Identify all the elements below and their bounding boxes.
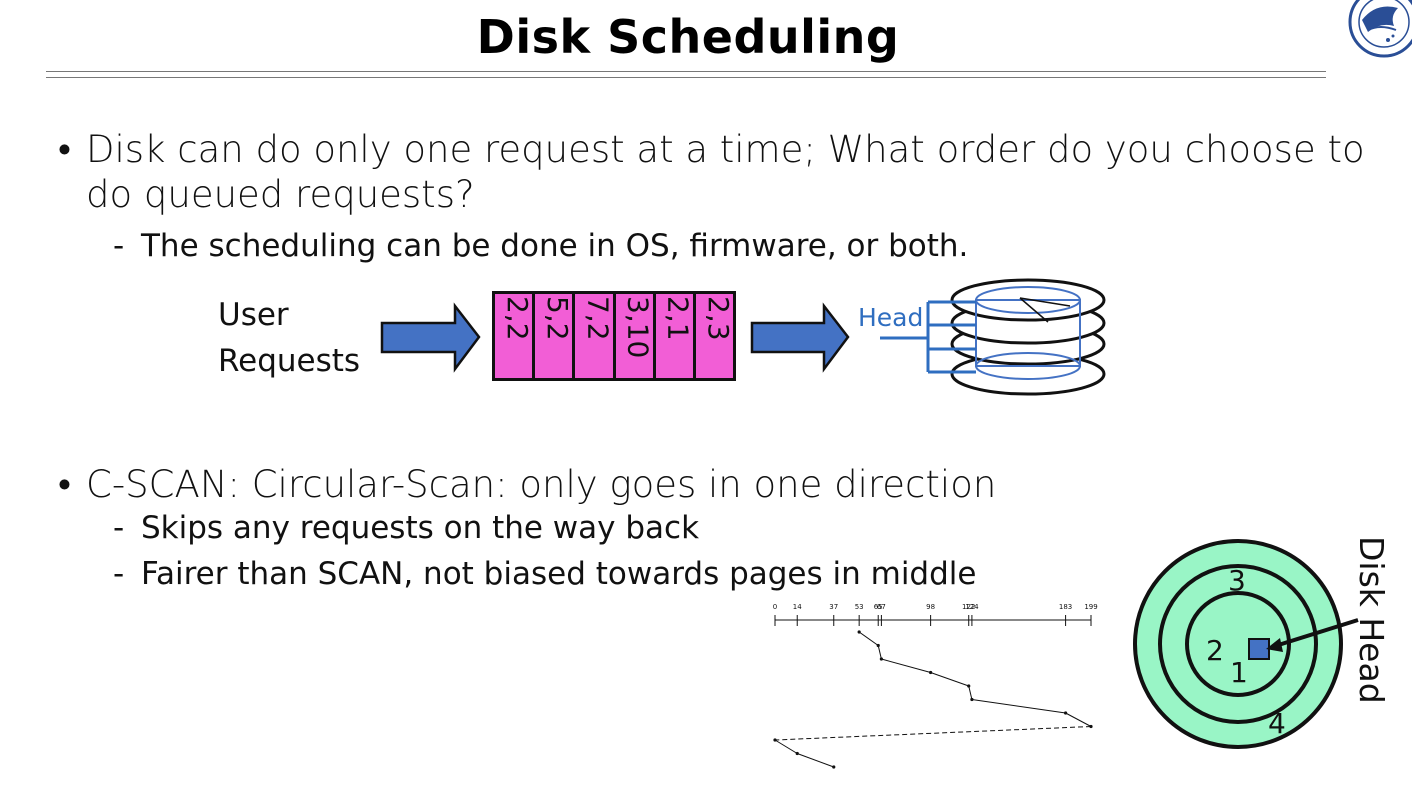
cscan-point xyxy=(967,684,971,688)
bullet-2-sub-2-text: Fairer than SCAN, not biased towards pag… xyxy=(141,556,977,592)
cscan-tick-label: 37 xyxy=(829,603,838,611)
cscan-path-segment xyxy=(930,672,969,687)
cscan-point xyxy=(929,670,933,675)
cscan-point xyxy=(879,657,883,661)
slide-title: Disk Scheduling xyxy=(476,10,900,64)
bullet-dot: • xyxy=(58,128,71,171)
cscan-point xyxy=(832,765,836,769)
queue-item: 7,2 xyxy=(581,296,615,341)
arrow-to-queue xyxy=(380,302,481,373)
cscan-tick-label: 53 xyxy=(855,603,864,611)
title-divider-secondary xyxy=(46,77,1326,78)
cscan-point xyxy=(1063,711,1068,715)
disk-head-arrowhead xyxy=(1266,638,1283,652)
cscan-tick-label: 0 xyxy=(773,603,777,611)
cscan-tick-label: 14 xyxy=(793,603,802,611)
cscan-point xyxy=(857,630,861,634)
request-queue: 2,2 5,2 7,2 3,10 2,1 2,3 xyxy=(492,291,736,381)
cscan-path-segment xyxy=(1065,712,1092,727)
ring-label-1: 1 xyxy=(1230,656,1248,689)
cscan-point xyxy=(795,751,799,756)
cscan-path-segment xyxy=(881,658,931,673)
ring-label-4: 4 xyxy=(1268,707,1286,740)
bullet-dot: • xyxy=(58,463,71,506)
queue-cell: 3,10 xyxy=(616,294,656,378)
cscan-return-segment xyxy=(774,726,1092,741)
queue-item: 2,2 xyxy=(501,296,534,341)
cscan-tick-label: 124 xyxy=(965,603,979,611)
cscan-tick-label: 199 xyxy=(1084,603,1097,611)
user-requests-line1: User xyxy=(218,297,289,333)
cscan-point xyxy=(1089,724,1093,729)
cscan-point xyxy=(876,643,880,648)
university-seal-logo xyxy=(1348,0,1412,58)
cscan-path-segment xyxy=(774,739,798,754)
bullet-1-line1: Disk can do only one request at a time; … xyxy=(86,128,1365,171)
cscan-tick-label: 67 xyxy=(877,603,886,611)
disk-head-label: Disk Head xyxy=(1352,536,1391,704)
bullet-1-sub-1-text: The scheduling can be done in OS, firmwa… xyxy=(141,228,969,264)
sub-dash: - xyxy=(113,556,125,592)
disk-head-square xyxy=(1248,638,1270,660)
cscan-path-segment xyxy=(968,685,973,700)
user-requests-line2: Requests xyxy=(218,343,361,379)
disk-head-arm xyxy=(1271,618,1359,649)
queue-item: 2,1 xyxy=(661,296,695,341)
cscan-tick-label: 65 xyxy=(874,603,883,611)
cscan-point xyxy=(773,738,777,742)
bullet-1-line2: do queued requests? xyxy=(86,173,475,216)
cscan-tick-label: 183 xyxy=(1059,603,1072,611)
cscan-tick-label: 98 xyxy=(926,603,935,611)
title-divider xyxy=(46,71,1326,72)
bullet-2-line1: C-SCAN: Circular-Scan: only goes in one … xyxy=(86,463,997,506)
ring-label-2: 2 xyxy=(1206,634,1224,667)
bullet-2-sub-1-text: Skips any requests on the way back xyxy=(141,510,700,546)
ring-label-3: 3 xyxy=(1228,564,1246,597)
sub-dash: - xyxy=(113,228,125,264)
head-label: Head xyxy=(858,303,924,332)
queue-cell: 5,2 xyxy=(535,294,576,378)
queue-item: 2,3 xyxy=(701,296,735,341)
queue-cell: 7,2 xyxy=(575,294,616,378)
queue-item: 5,2 xyxy=(541,296,575,341)
cscan-point xyxy=(970,697,974,702)
cscan-path-segment xyxy=(858,631,879,646)
cscan-path-segment xyxy=(971,699,1066,714)
queue-cell: 2,1 xyxy=(656,294,696,378)
cscan-tick-label: 122 xyxy=(962,603,975,611)
sub-dash: - xyxy=(113,510,125,546)
queue-item: 3,10 xyxy=(621,296,655,359)
arrow-to-disk xyxy=(750,302,850,373)
queue-cell: 2,2 xyxy=(495,294,536,378)
queue-cell: 2,3 xyxy=(696,294,735,378)
cscan-path-segment xyxy=(797,753,834,768)
cscan-path-segment xyxy=(877,645,882,660)
user-requests-label: User Requests xyxy=(218,292,360,384)
